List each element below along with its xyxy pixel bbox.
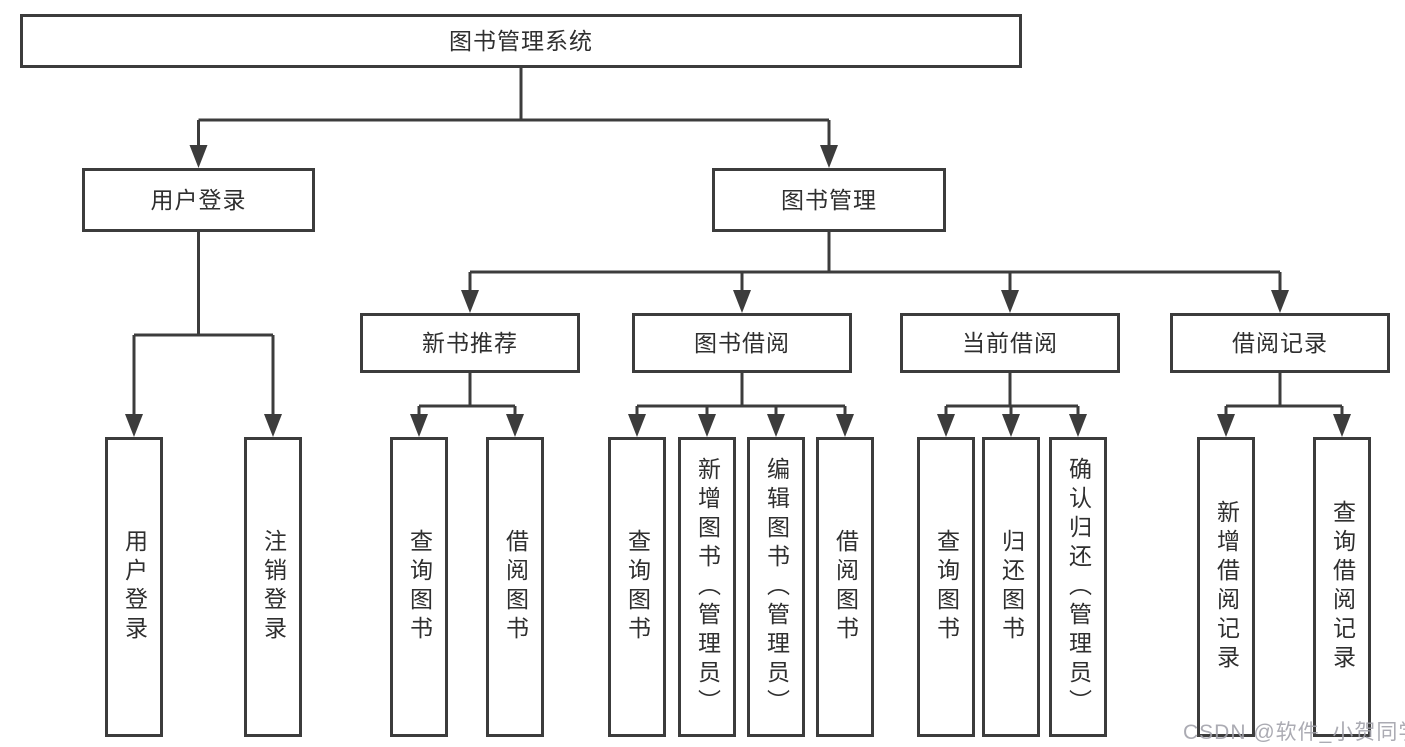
node-label: 图书管理 <box>781 186 877 213</box>
node-user-login: 用户登录 <box>82 168 315 232</box>
leaf-query-books-recommend: 查询图书 <box>390 437 448 737</box>
leaf-user-login: 用户登录 <box>105 437 163 737</box>
leaf-add-borrow-record: 新增借阅记录 <box>1197 437 1255 737</box>
leaf-borrow-books-borrowing: 借阅图书 <box>816 437 874 737</box>
node-new-book-recommend: 新书推荐 <box>360 313 580 373</box>
leaf-borrow-books-recommend: 借阅图书 <box>486 437 544 737</box>
node-label: 查询图书 <box>406 529 433 645</box>
leaf-edit-book-admin: 编辑图书（管理员） <box>747 437 805 737</box>
node-label: 编辑图书（管理员） <box>763 456 790 718</box>
node-label: 归还图书 <box>998 529 1025 645</box>
node-label: 图书借阅 <box>694 329 790 356</box>
node-label: 查询借阅记录 <box>1329 500 1356 674</box>
node-book-management: 图书管理 <box>712 168 946 232</box>
node-label: 新增借阅记录 <box>1213 500 1240 674</box>
node-borrowing-records: 借阅记录 <box>1170 313 1390 373</box>
node-label: 查询图书 <box>624 529 651 645</box>
node-label: 借阅记录 <box>1232 329 1328 356</box>
leaf-query-borrow-record: 查询借阅记录 <box>1313 437 1371 737</box>
node-label: 借阅图书 <box>832 529 859 645</box>
node-label: 图书管理系统 <box>449 27 593 54</box>
node-current-borrowing: 当前借阅 <box>900 313 1120 373</box>
node-label: 确认归还（管理员） <box>1065 456 1092 718</box>
node-label: 用户登录 <box>150 186 247 213</box>
leaf-confirm-return-admin: 确认归还（管理员） <box>1049 437 1107 737</box>
leaf-add-book-admin: 新增图书（管理员） <box>678 437 736 737</box>
node-library-management-system: 图书管理系统 <box>20 14 1022 68</box>
node-label: 用户登录 <box>121 529 148 645</box>
leaf-logout: 注销登录 <box>244 437 302 737</box>
node-label: 注销登录 <box>260 529 287 645</box>
leaf-query-books-current: 查询图书 <box>917 437 975 737</box>
node-label: 借阅图书 <box>502 529 529 645</box>
node-label: 查询图书 <box>933 529 960 645</box>
node-book-borrowing: 图书借阅 <box>632 313 852 373</box>
node-label: 新增图书（管理员） <box>694 456 721 718</box>
csdn-watermark: CSDN @软件_小贺同学 <box>1183 721 1405 744</box>
leaf-return-book: 归还图书 <box>982 437 1040 737</box>
node-label: 新书推荐 <box>422 329 518 356</box>
node-label: 当前借阅 <box>962 329 1058 356</box>
leaf-query-books-borrowing: 查询图书 <box>608 437 666 737</box>
